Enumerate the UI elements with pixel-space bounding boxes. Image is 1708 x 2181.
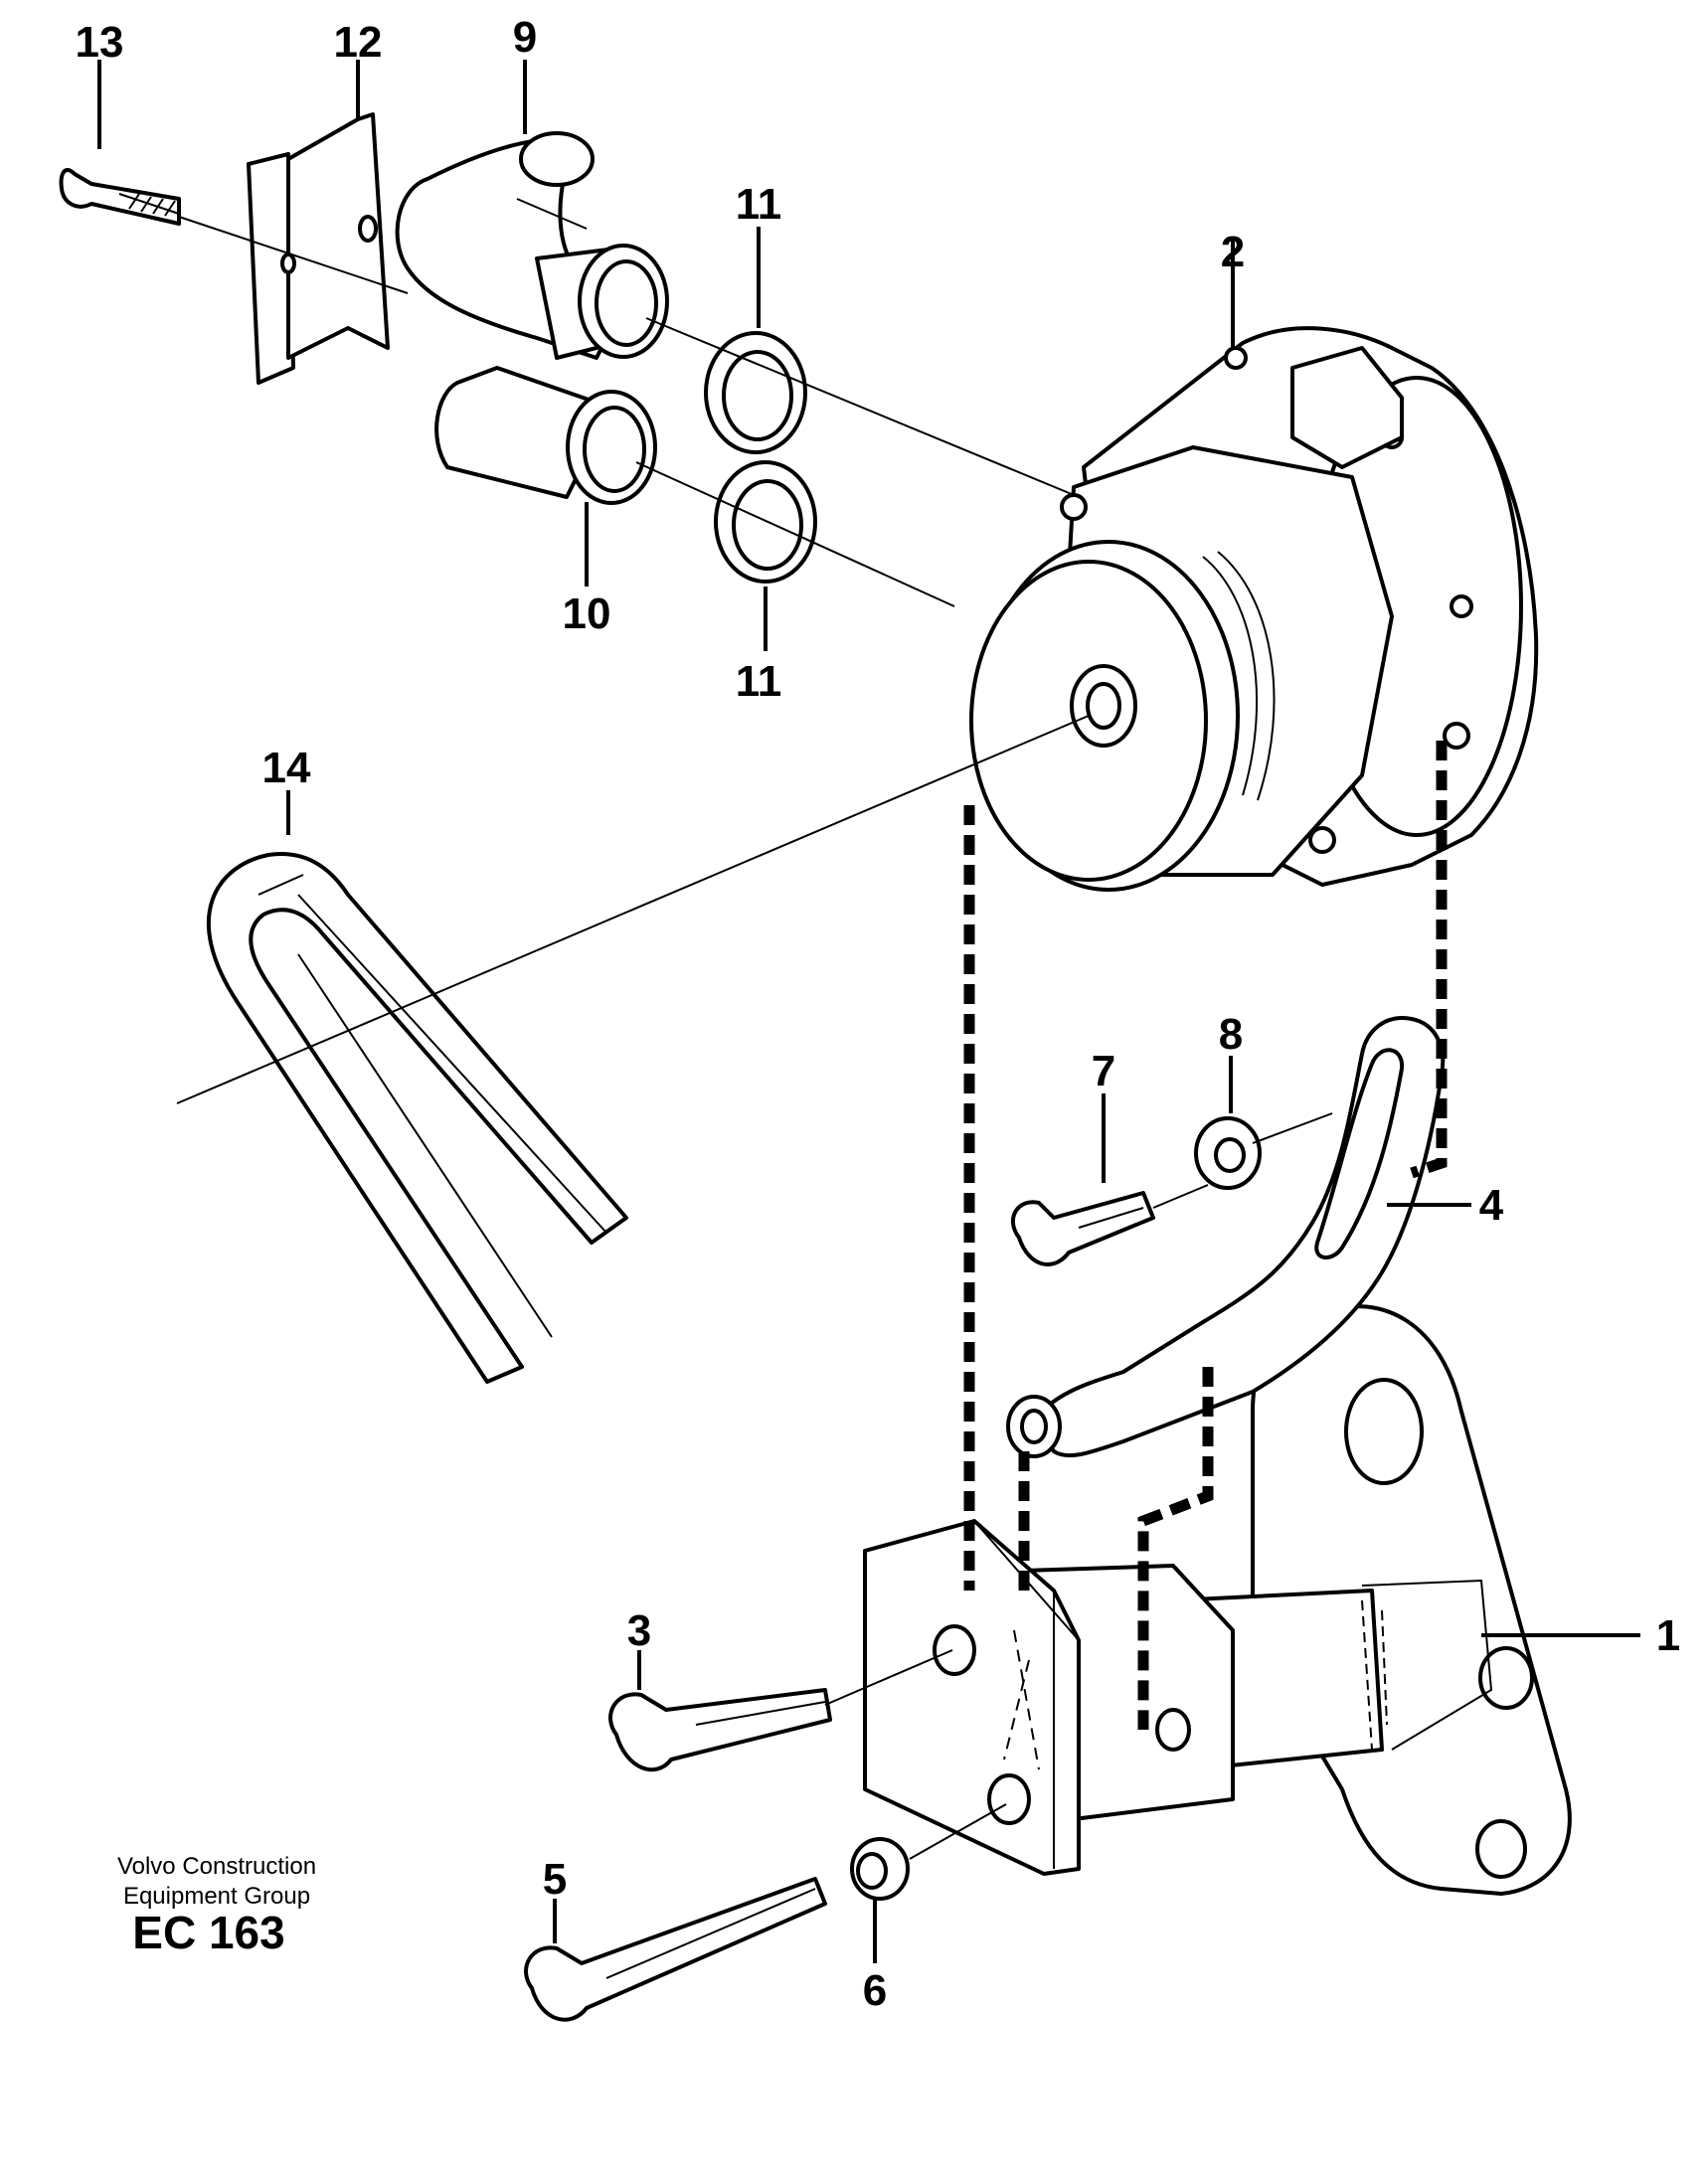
washer-part-8 [1194, 1056, 1262, 1190]
callout-labels: 13 12 9 11 2 10 11 14 8 7 4 3 1 5 6 [76, 13, 1681, 2015]
callout-5: 5 [543, 1855, 567, 1904]
v-belt-part-14 [207, 790, 628, 1384]
callout-1: 1 [1656, 1611, 1680, 1660]
bolt-part-13 [59, 60, 181, 226]
callout-11-lower: 11 [736, 657, 782, 706]
bolt-part-7 [1011, 1093, 1155, 1266]
callout-10: 10 [563, 589, 611, 638]
company-line-1: Volvo Construction [117, 1853, 316, 1880]
clamp-plate-part-12 [247, 60, 390, 385]
alternator-part-2 [969, 239, 1539, 892]
callout-13: 13 [76, 18, 124, 67]
publisher-footer: Volvo Construction Equipment Group EC 16… [117, 1853, 316, 1958]
adjusting-arm-part-4 [1006, 1016, 1471, 1458]
seal-ring-lower-part-11 [714, 460, 817, 651]
callout-9: 9 [513, 13, 537, 62]
callout-12: 12 [334, 18, 383, 67]
diagram-code: EC 163 [132, 1907, 284, 1958]
callout-2: 2 [1221, 228, 1245, 276]
spacer-part-6 [850, 1837, 910, 1963]
callout-11-upper: 11 [736, 180, 782, 229]
callout-3: 3 [627, 1606, 651, 1655]
mounting-bracket-part-1 [863, 1304, 1640, 1896]
seal-ring-upper-part-11 [704, 227, 807, 454]
pipe-bend-part-9 [395, 60, 669, 360]
bolt-part-5 [524, 1877, 827, 2022]
pipe-part-10 [434, 366, 657, 587]
callout-7: 7 [1092, 1047, 1115, 1095]
callout-4: 4 [1479, 1181, 1504, 1230]
company-line-2: Equipment Group [123, 1883, 310, 1910]
bolt-part-3 [608, 1650, 832, 1772]
callout-14: 14 [262, 744, 311, 792]
callout-8: 8 [1219, 1010, 1243, 1059]
assembly-dashed-lines [963, 741, 1448, 1730]
callout-6: 6 [863, 1966, 887, 2015]
assembly-center-lines [176, 216, 1333, 1860]
